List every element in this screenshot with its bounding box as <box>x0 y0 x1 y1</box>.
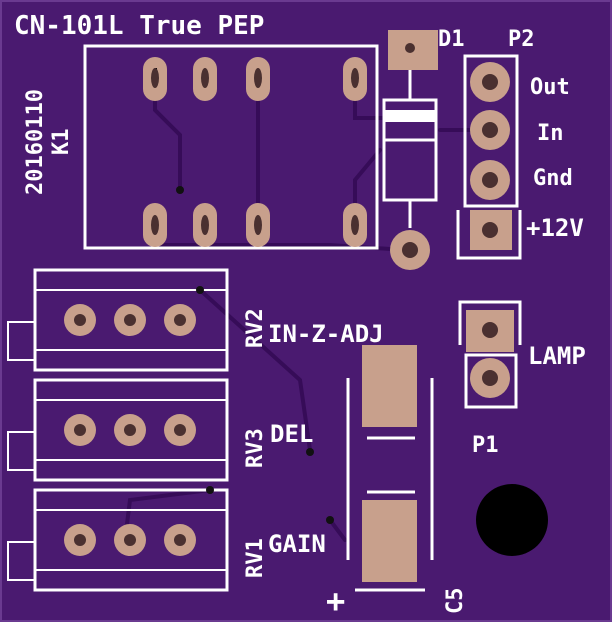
relay-pad-hole <box>254 215 262 235</box>
in-label: In <box>537 121 564 146</box>
p1-connector <box>458 300 522 409</box>
rv2-label: RV2 <box>243 308 268 348</box>
c5-pad-bottom <box>362 500 417 582</box>
12v-label: +12V <box>526 214 584 242</box>
mounting-hole <box>476 484 548 556</box>
relay-pad-hole <box>151 215 159 235</box>
relay-pads <box>143 57 367 247</box>
via <box>206 486 214 494</box>
via <box>176 186 184 194</box>
k1-relay-outline <box>83 44 379 250</box>
p2-outline <box>463 54 519 208</box>
p1-label: P1 <box>472 433 499 458</box>
lamp-label: LAMP <box>528 342 586 370</box>
relay-pad-hole <box>201 68 209 88</box>
via <box>196 286 204 294</box>
d1-diode <box>382 30 438 270</box>
gain-label: GAIN <box>268 530 326 558</box>
c5-label: C5 <box>443 588 468 615</box>
relay-pad-hole <box>151 68 159 88</box>
in-z-adj-label: IN-Z-ADJ <box>268 320 384 348</box>
rv2-outline <box>33 268 229 372</box>
del-label: DEL <box>270 420 313 448</box>
rv3-label: RV3 <box>243 428 268 468</box>
via <box>326 516 334 524</box>
via <box>306 448 314 456</box>
board-title: CN-101L True PEP <box>14 11 264 41</box>
relay-pad-hole <box>351 68 359 88</box>
rv3-potentiometer <box>7 378 229 482</box>
rv1-outline <box>33 488 229 592</box>
rv1-potentiometer <box>7 488 229 592</box>
p2-label: P2 <box>508 27 535 52</box>
gnd-label: Gnd <box>533 166 573 191</box>
k1-label: K1 <box>49 129 74 156</box>
out-label: Out <box>530 75 570 100</box>
relay-pad-hole <box>201 215 209 235</box>
c5-pad-top <box>362 345 417 427</box>
d1-label: D1 <box>438 27 465 52</box>
relay-pad-hole <box>254 68 262 88</box>
c5-capacitor <box>346 345 434 592</box>
date-code: 20160110 <box>23 89 48 195</box>
rv3-outline <box>33 378 229 482</box>
d1-cathode-band <box>384 110 436 122</box>
relay-pad-hole <box>351 215 359 235</box>
c5-plus-label: + <box>326 582 345 620</box>
rv1-label: RV1 <box>243 538 268 578</box>
p2-connector <box>456 54 522 260</box>
rv2-potentiometer <box>7 268 229 372</box>
